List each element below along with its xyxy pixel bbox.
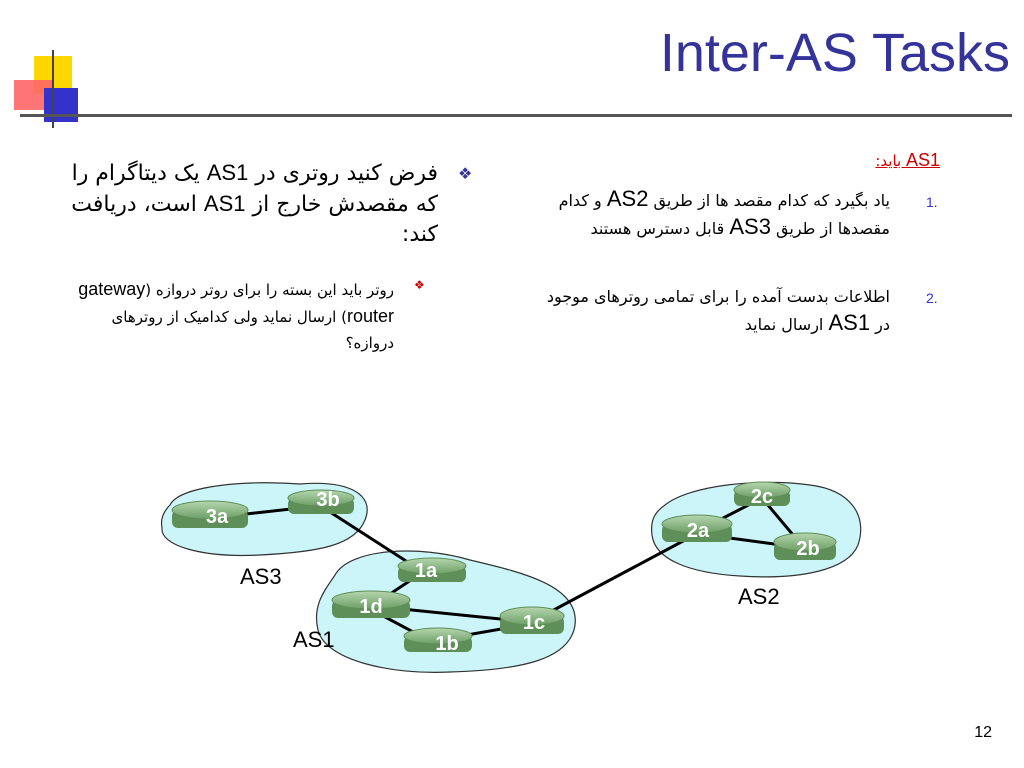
text-fragment: اطلاعات بدست آمده را برای تمامی روترهای … — [546, 287, 890, 334]
as-reference: AS2 — [606, 186, 649, 211]
as-reference: AS1 — [203, 191, 246, 216]
text-fragment: ارسال نماید — [744, 315, 829, 334]
as-reference: AS1 — [206, 160, 249, 185]
as2-label: AS2 — [738, 584, 780, 609]
router-label-2a: 2a — [687, 520, 710, 542]
text-fragment: یاد بگیرد که کدام مقصد ها از طریق — [648, 191, 890, 210]
list-number: 1. — [926, 194, 938, 210]
right-heading: AS1 باید: — [700, 150, 940, 171]
router-1d — [331, 590, 411, 618]
text-fragment: فرض کنید روتری در — [248, 161, 438, 186]
left-main-bullet-text: فرض کنید روتری در AS1 یک دیتاگرام را که … — [60, 158, 438, 250]
text-fragment: و کدام مقصدها از طریق — [558, 191, 890, 238]
text-fragment: باید: — [875, 152, 906, 170]
router-label-2b: 2b — [796, 538, 819, 560]
link-1c-2a — [534, 530, 701, 622]
as-reference: AS1 — [905, 150, 940, 170]
link-3b-1a — [329, 510, 421, 572]
router-label-3a: 3a — [206, 506, 229, 528]
as-reference: AS1 — [828, 310, 871, 335]
list-number: 2. — [926, 290, 938, 306]
page-number: 12 — [974, 724, 992, 741]
text-fragment: روتر باید این بسته را برای روتر دروازه ( — [145, 281, 394, 299]
router-3a — [171, 500, 249, 528]
router-1b — [403, 627, 473, 652]
router-label-1c: 1c — [523, 612, 545, 634]
router-1a — [397, 557, 467, 582]
router-label-2c: 2c — [751, 486, 773, 508]
as1-label: AS1 — [293, 627, 335, 652]
page-title: Inter-AS Tasks — [659, 23, 1010, 83]
list-item: یاد بگیرد که کدام مقصد ها از طریق AS2 و … — [520, 186, 890, 242]
router-label-1b: 1b — [435, 633, 458, 655]
router-label-1a: 1a — [415, 560, 438, 582]
router-2b — [773, 532, 837, 560]
router-label-1d: 1d — [359, 596, 382, 618]
router-3b — [287, 489, 355, 514]
as-reference: AS3 — [729, 214, 771, 239]
gateway-router-term: gateway router — [78, 279, 394, 326]
as1-cloud — [315, 550, 576, 673]
text-fragment: است، دریافت کند: — [71, 192, 438, 247]
text-fragment: یک دیتاگرام را که مقصدش خارج از — [71, 161, 438, 217]
router-1c — [499, 606, 565, 634]
router-2a — [661, 514, 733, 542]
text-fragment: ) ارسال نماید ولی کدامیک از روترهای دروا… — [111, 308, 394, 352]
small-diamond-bullet-icon: ❖ — [414, 278, 425, 292]
as3-label: AS3 — [240, 564, 282, 589]
router-label-3b: 3b — [316, 489, 339, 511]
list-item: اطلاعات بدست آمده را برای تمامی روترهای … — [540, 284, 890, 338]
router-2c — [733, 481, 791, 506]
vertical-line-decoration — [52, 50, 54, 128]
left-sub-bullet-text: روتر باید این بسته را برای روتر دروازه (… — [60, 276, 394, 356]
diamond-bullet-icon: ❖ — [458, 164, 473, 183]
title-divider — [20, 114, 1012, 117]
text-fragment: قابل دسترس هستند — [590, 219, 730, 238]
